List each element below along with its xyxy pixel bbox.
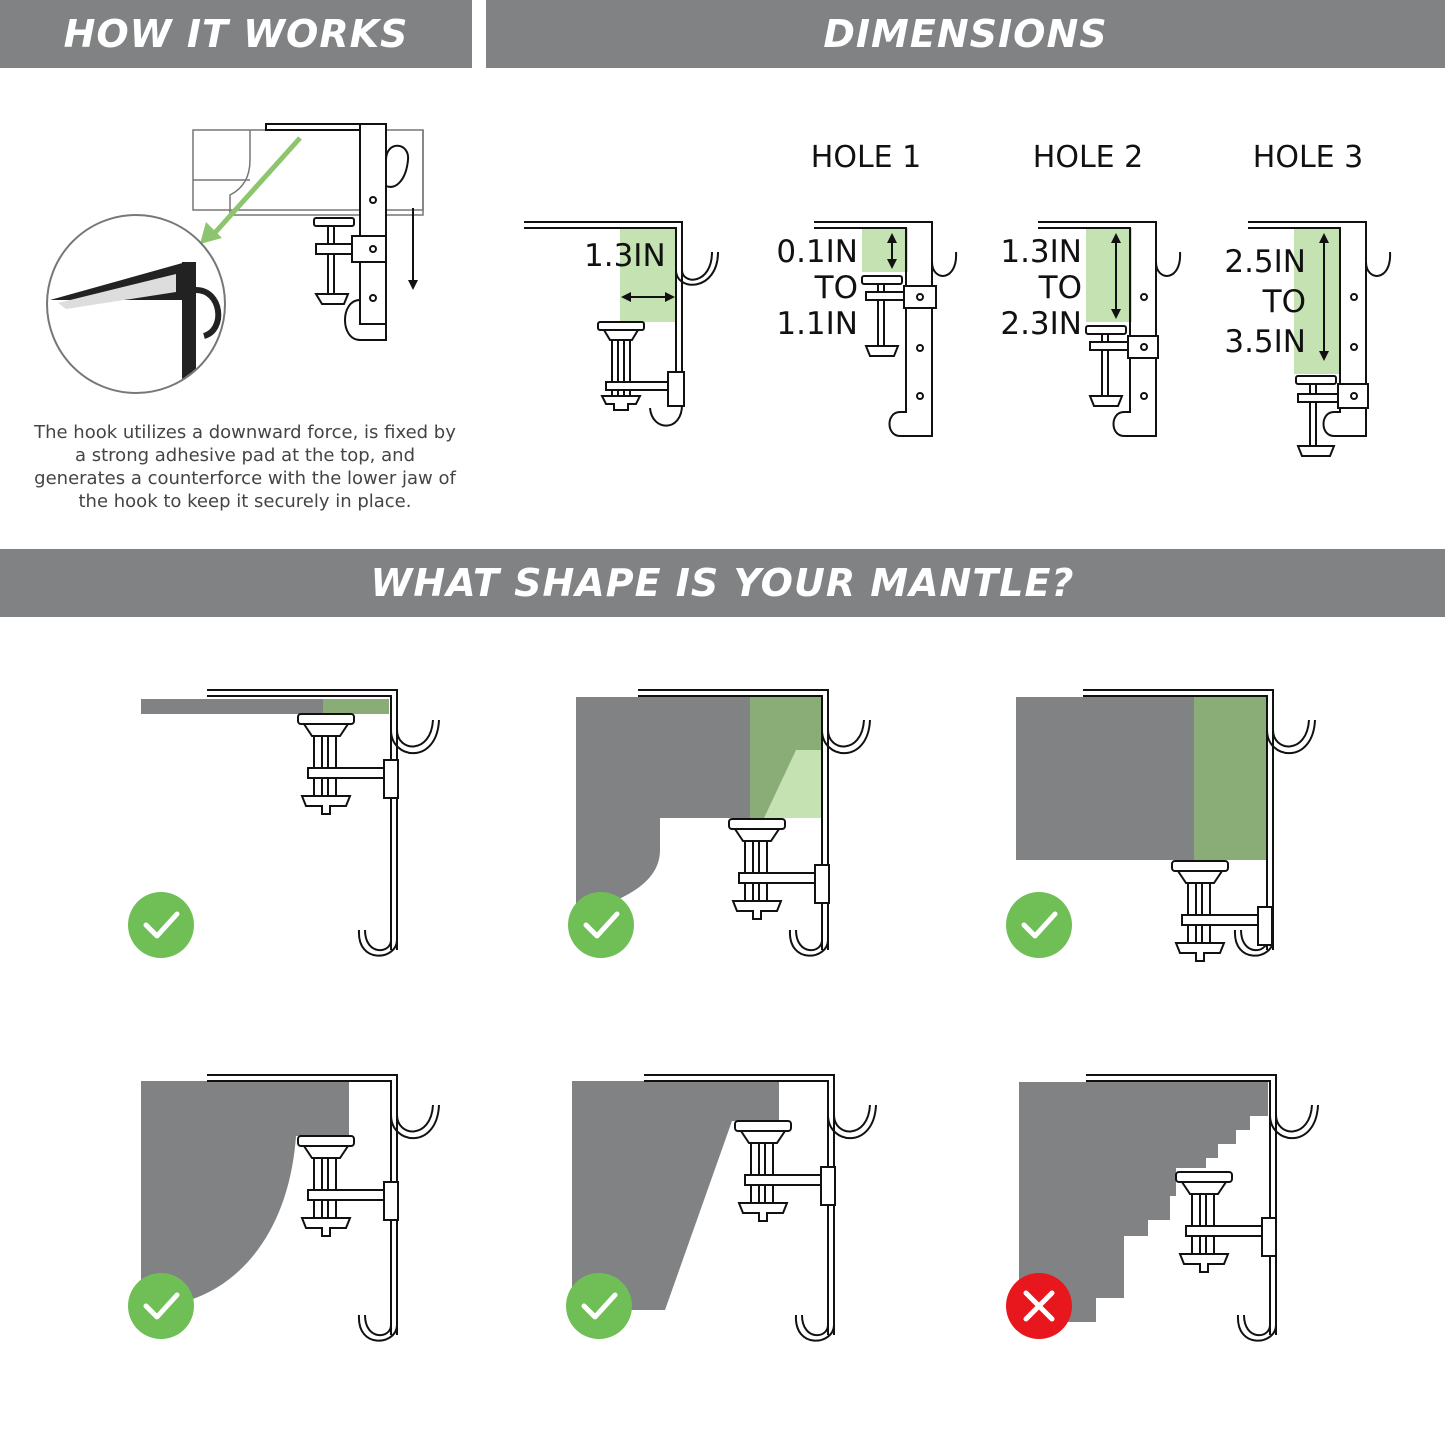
hole-3-from: 2.5IN — [1224, 244, 1306, 280]
hole-2-title: HOLE 2 — [1032, 140, 1144, 175]
lip-depth-label: 1.3IN — [584, 238, 666, 274]
fit-check-icon-5 — [566, 1273, 632, 1339]
mantle-shape-concave-sweep — [141, 1074, 440, 1342]
fit-check-icon-3 — [1006, 892, 1072, 958]
hole-3-title: HOLE 3 — [1252, 140, 1364, 175]
hole-2-diagram: 1.3IN TO 2.3IN — [1000, 221, 1182, 437]
hole-3-diagram: 2.5IN TO 3.5IN — [1224, 221, 1392, 457]
hole-2-to-word: TO — [1038, 270, 1082, 306]
hole-2-from: 1.3IN — [1000, 234, 1082, 270]
mantle-shape-angled-bevel — [572, 1074, 877, 1342]
hole-1-to-word: TO — [814, 270, 858, 306]
fit-check-icon-1 — [128, 892, 194, 958]
fit-check-icon-4 — [128, 1273, 194, 1339]
mantle-shape-thick-block — [1016, 689, 1316, 962]
hole-1-title: HOLE 1 — [810, 140, 922, 175]
header-mantle-shape: WHAT SHAPE IS YOUR MANTLE? — [0, 549, 1445, 617]
hole-3-to-word: TO — [1262, 284, 1306, 320]
mantle-shape-thin-shelf — [141, 689, 440, 957]
no-fit-cross-icon — [1006, 1273, 1072, 1339]
lip-depth-diagram: 1.3IN — [524, 221, 719, 427]
fit-check-icon-2 — [568, 892, 634, 958]
hole-1-diagram: 0.1IN TO 1.1IN — [776, 221, 958, 437]
hole-3-to: 3.5IN — [1224, 324, 1306, 360]
hole-1-to: 1.1IN — [776, 306, 858, 342]
hole-2-to: 2.3IN — [1000, 306, 1082, 342]
how-it-works-illustration — [46, 123, 424, 394]
header-dimensions: DIMENSIONS — [486, 0, 1445, 68]
hole-1-from: 0.1IN — [776, 234, 858, 270]
mantle-shape-curved-corbel — [576, 689, 871, 957]
mantle-shape-stepped-crown — [1019, 1074, 1319, 1342]
header-how-it-works: HOW IT WORKS — [0, 0, 472, 68]
how-it-works-description: The hook utilizes a downward force, is f… — [34, 422, 456, 512]
